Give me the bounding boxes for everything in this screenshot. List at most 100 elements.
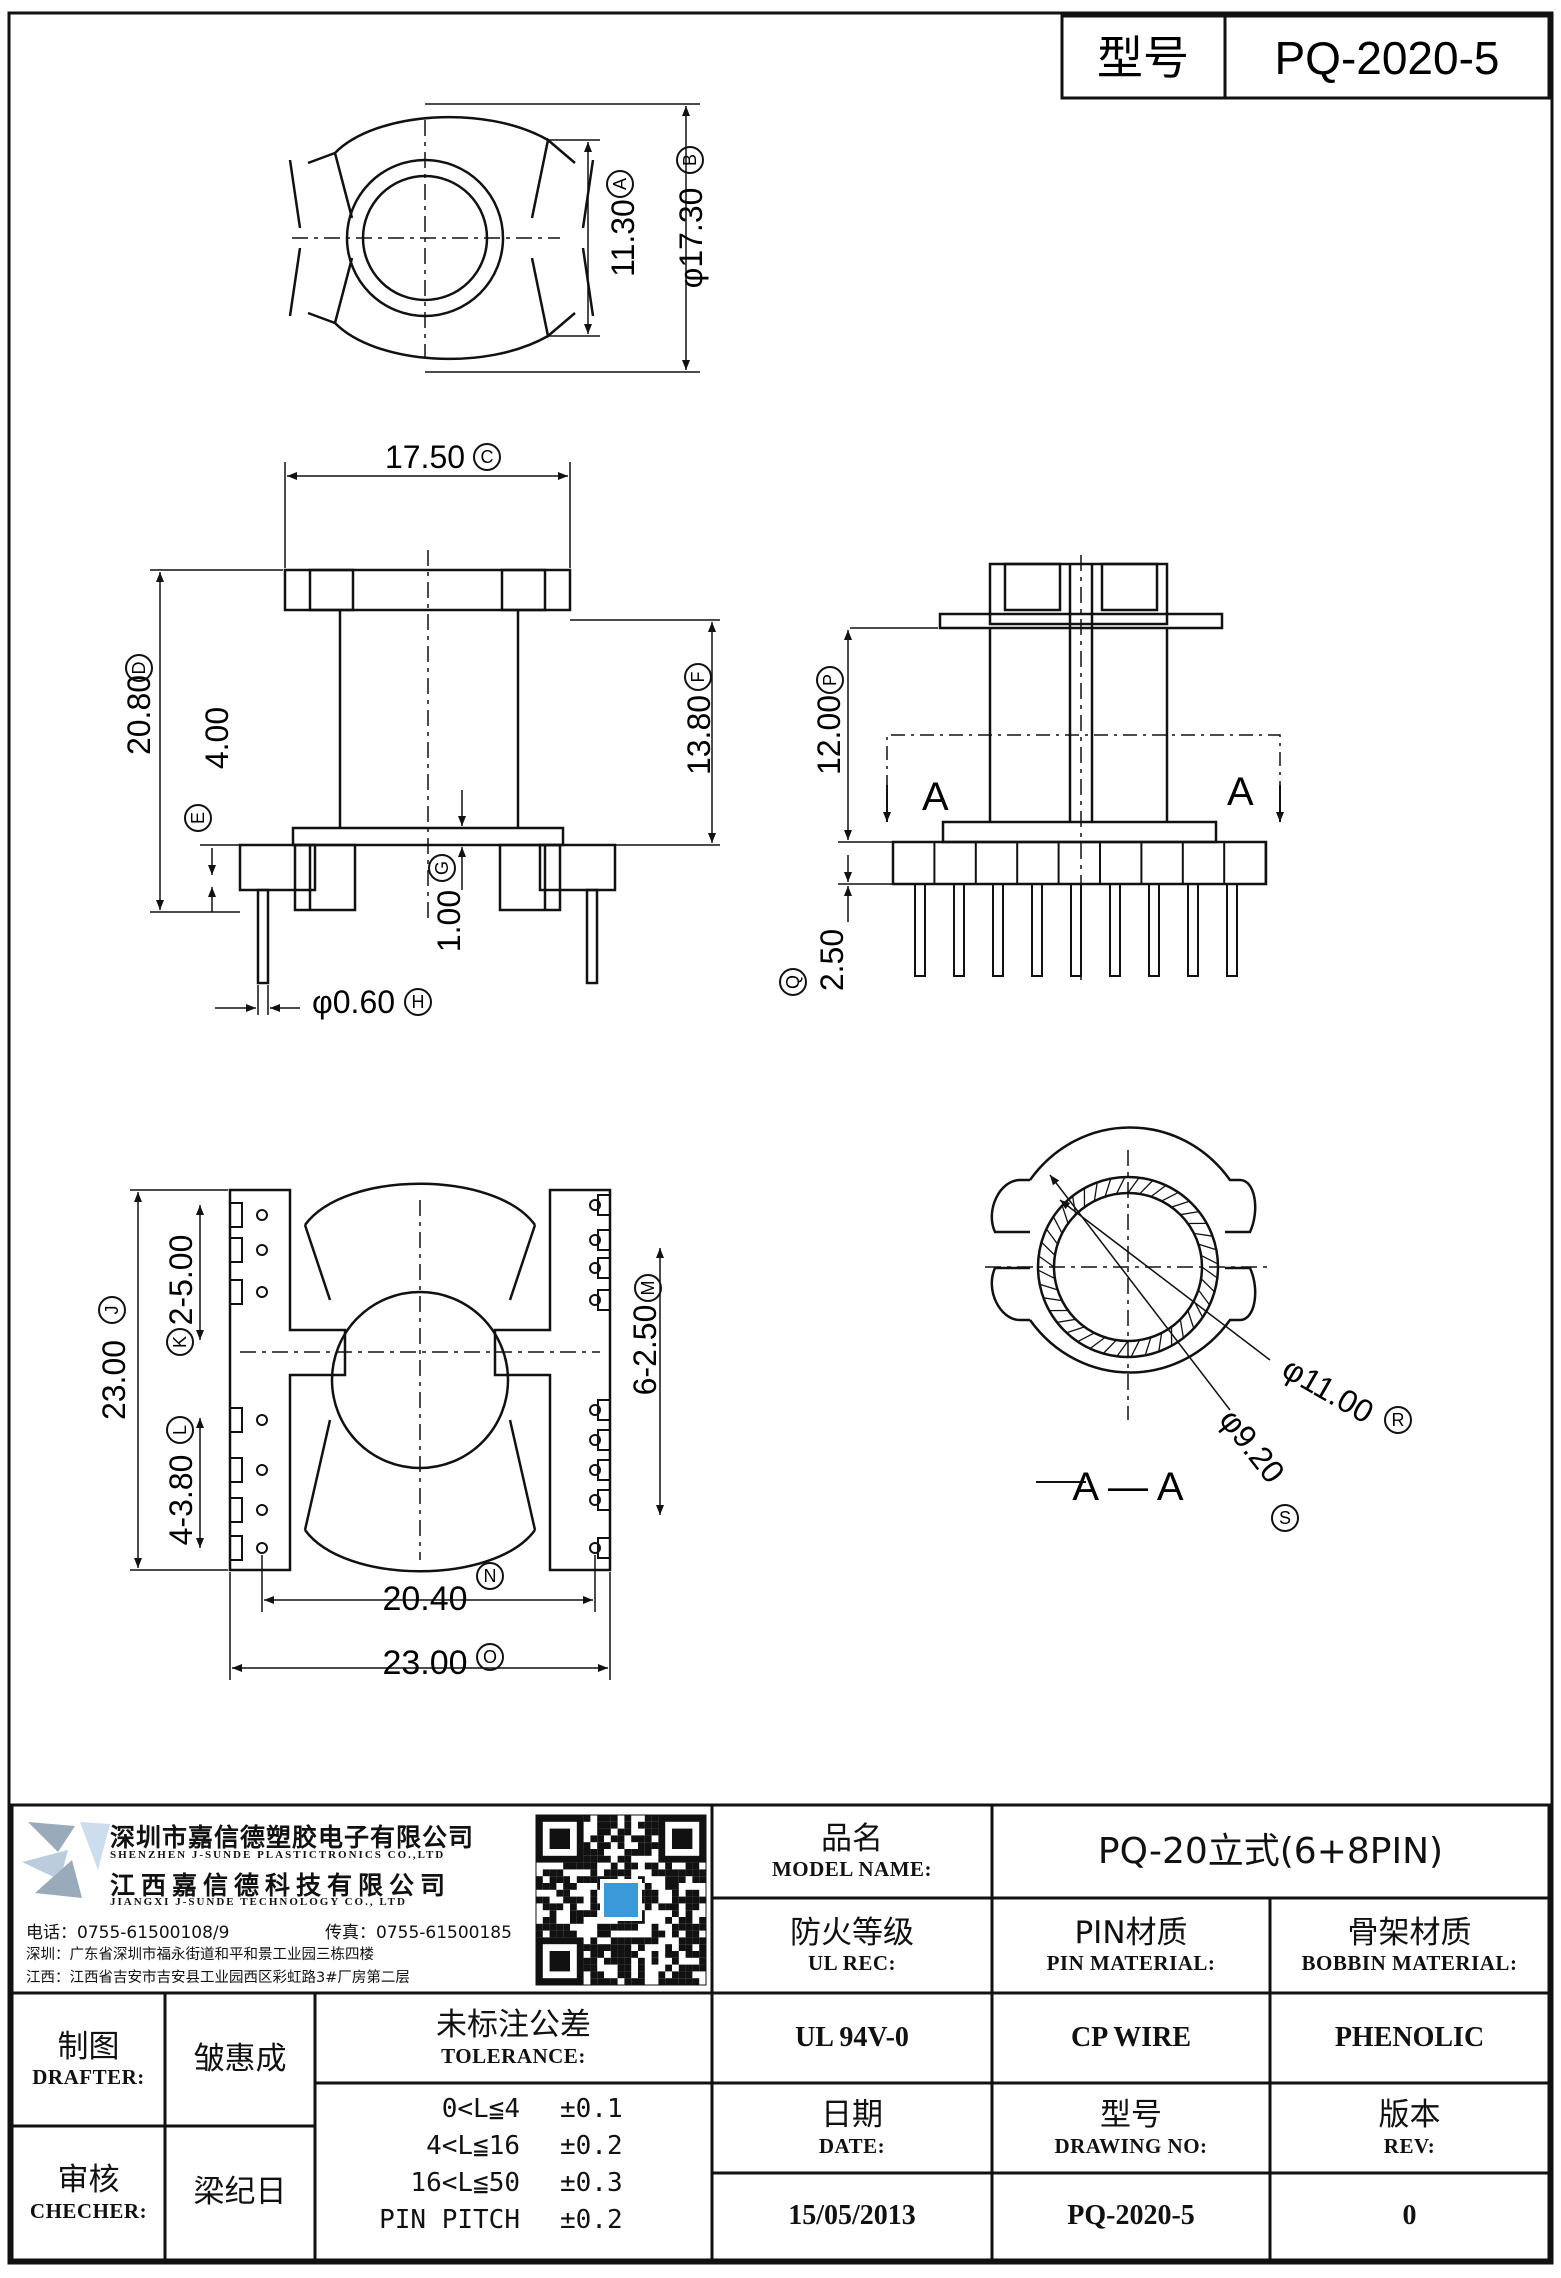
qr-module bbox=[604, 1842, 611, 1849]
qr-module bbox=[624, 1965, 631, 1972]
drawing-no-label: 型号 DRAWING NO: bbox=[992, 2083, 1270, 2173]
qr-finder-core bbox=[672, 1829, 692, 1849]
qr-module bbox=[672, 1869, 679, 1876]
qr-module bbox=[563, 1924, 570, 1931]
side-view-dims: 12.00 P 2.50 Q A A bbox=[780, 667, 1254, 995]
qr-module bbox=[624, 1856, 631, 1863]
qr-module bbox=[699, 1937, 706, 1944]
top-view-dims: 11.30 A φ17.30 B bbox=[605, 147, 709, 288]
qr-module bbox=[645, 1903, 652, 1910]
qr-module bbox=[604, 1829, 611, 1836]
qr-module bbox=[618, 1971, 625, 1978]
qr-module bbox=[652, 1863, 659, 1870]
qr-module bbox=[604, 1958, 611, 1965]
dim-r-value: φ11.00 bbox=[1277, 1350, 1380, 1430]
company-name-en-2: JIANGXI J-SUNDE TECHNOLOGY CO., LTD bbox=[110, 1896, 407, 1908]
qr-module bbox=[652, 1869, 659, 1876]
qr-module bbox=[672, 1971, 679, 1978]
qr-module bbox=[611, 1869, 618, 1876]
company-fax: 传真：0755-61500185 bbox=[325, 1918, 512, 1943]
qr-module bbox=[645, 1890, 652, 1897]
qr-module bbox=[550, 1910, 557, 1917]
qr-module bbox=[624, 1958, 631, 1965]
header-model-value: PQ-2020-5 bbox=[1274, 32, 1499, 84]
pin-material-label: PIN材质 PIN MATERIAL: bbox=[992, 1898, 1270, 1993]
qr-module bbox=[672, 1903, 679, 1910]
qr-module bbox=[658, 1971, 665, 1978]
qr-module bbox=[686, 1978, 693, 1985]
dim-r-tag: R bbox=[1392, 1410, 1405, 1430]
qr-module bbox=[645, 1849, 652, 1856]
qr-module bbox=[536, 1924, 543, 1931]
side-pin bbox=[1227, 884, 1237, 976]
dim-h-value: φ0.60 bbox=[312, 984, 395, 1020]
qr-module bbox=[550, 1924, 557, 1931]
qr-module bbox=[597, 1835, 604, 1842]
qr-module bbox=[624, 1951, 631, 1958]
hatch-line bbox=[1180, 1212, 1199, 1215]
qr-module bbox=[672, 1924, 679, 1931]
qr-module bbox=[692, 1937, 699, 1944]
qr-module bbox=[686, 1971, 693, 1978]
qr-module bbox=[590, 1951, 597, 1958]
dim-o-value: 23.00 bbox=[382, 1644, 467, 1682]
qr-module bbox=[631, 1951, 638, 1958]
qr-module bbox=[543, 1903, 550, 1910]
qr-module bbox=[686, 1890, 693, 1897]
front-view-dims: 17.50 C 20.80 D 4.00 E 13.80 F 1.00 G φ0… bbox=[121, 439, 717, 1020]
qr-module bbox=[618, 1951, 625, 1958]
qr-module bbox=[590, 1876, 597, 1883]
qr-module bbox=[686, 1931, 693, 1938]
side-pin bbox=[1032, 884, 1042, 976]
qr-module bbox=[699, 1965, 706, 1972]
qr-module bbox=[590, 1937, 597, 1944]
qr-module bbox=[550, 1931, 557, 1938]
hatch-line bbox=[1094, 1182, 1097, 1201]
notch-left bbox=[230, 1238, 242, 1262]
qr-module bbox=[624, 1822, 631, 1829]
tolerance-range-1: 0<L≦4 bbox=[330, 2094, 520, 2124]
company-phone: 电话：0755-61500108/9 bbox=[26, 1918, 229, 1943]
qr-module bbox=[658, 1903, 665, 1910]
qr-module bbox=[638, 1849, 645, 1856]
hatch-line bbox=[1201, 1279, 1214, 1292]
dim-n-value: 20.40 bbox=[382, 1580, 467, 1618]
qr-module bbox=[692, 1951, 699, 1958]
hatch-line bbox=[1159, 1333, 1162, 1352]
qr-module bbox=[597, 1815, 604, 1822]
qr-module bbox=[665, 1903, 672, 1910]
qr-module bbox=[597, 1856, 604, 1863]
qr-module bbox=[584, 1842, 591, 1849]
qr-module bbox=[631, 1937, 638, 1944]
qr-module bbox=[699, 1924, 706, 1931]
side-pin bbox=[954, 884, 964, 976]
rev-label: 版本 REV: bbox=[1270, 2083, 1549, 2173]
qr-module bbox=[638, 1937, 645, 1944]
company-address-shenzhen: 深圳：广东省深圳市福永街道和平和景工业园三栋四楼 bbox=[26, 1943, 374, 1964]
hatch-line bbox=[1078, 1333, 1095, 1342]
qr-module bbox=[597, 1978, 604, 1985]
section-marker-right: A bbox=[1227, 770, 1254, 814]
qr-module bbox=[618, 1829, 625, 1836]
qr-module bbox=[550, 1883, 557, 1890]
qr-module bbox=[584, 1958, 591, 1965]
qr-module bbox=[563, 1863, 570, 1870]
qr-module bbox=[679, 1897, 686, 1904]
hatch-line bbox=[1194, 1233, 1213, 1236]
hatch-line bbox=[1043, 1298, 1062, 1301]
qr-module bbox=[590, 1903, 597, 1910]
qr-module bbox=[672, 1876, 679, 1883]
qr-module bbox=[584, 1863, 591, 1870]
qr-module bbox=[577, 1910, 584, 1917]
tolerance-value-3: ±0.3 bbox=[560, 2168, 623, 2198]
dim-a-value: 11.30 bbox=[605, 199, 641, 277]
qr-module bbox=[597, 1944, 604, 1951]
qr-module bbox=[543, 1897, 550, 1904]
qr-module bbox=[624, 1815, 631, 1822]
notch-left bbox=[230, 1498, 242, 1522]
qr-module bbox=[652, 1951, 659, 1958]
date-label: 日期 DATE: bbox=[712, 2083, 992, 2173]
qr-module bbox=[686, 1937, 693, 1944]
hatch-line bbox=[1131, 1340, 1140, 1357]
qr-module bbox=[652, 1822, 659, 1829]
